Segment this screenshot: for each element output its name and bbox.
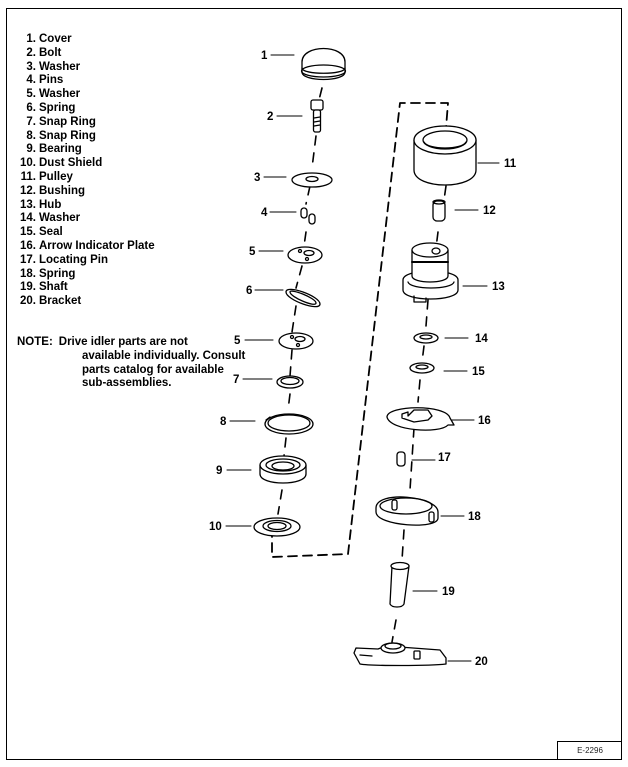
legend-item: 2.Bolt (26, 46, 62, 59)
part-washer-5b (278, 332, 314, 350)
callout-14: 14 (475, 333, 488, 345)
part-spring-18 (375, 496, 439, 526)
callout-20: 20 (475, 656, 488, 668)
callout-13: 13 (492, 281, 505, 293)
legend-item: 6.Spring (26, 101, 76, 114)
callout-6: 6 (246, 285, 252, 297)
legend-item: 8.Snap Ring (26, 129, 96, 142)
legend-item: 5.Washer (26, 88, 81, 101)
legend-item: 9.Bearing (26, 143, 82, 156)
legend-item: 10.Dust Shield (20, 157, 103, 170)
note-line: sub-assemblies. (82, 377, 172, 390)
part-snap-ring-8 (264, 413, 314, 435)
part-bolt (310, 99, 324, 133)
left-axis-dashes (277, 87, 323, 515)
part-shaft (389, 561, 410, 608)
part-washer-14 (413, 332, 439, 344)
legend-item: 19.Shaft (20, 281, 68, 294)
part-bearing (259, 455, 307, 484)
legend-item: 4.Pins (26, 74, 64, 87)
callout-3: 3 (254, 172, 260, 184)
note-label: NOTE: (17, 336, 53, 348)
legend-item: 15.Seal (20, 226, 63, 239)
callout-2: 2 (267, 111, 273, 123)
callout-17: 17 (438, 452, 451, 464)
part-bushing (432, 199, 446, 222)
part-hub (402, 242, 459, 303)
legend-item: 17.Locating Pin (20, 253, 108, 266)
legend-item: 1.Cover (26, 33, 72, 45)
part-cover (300, 48, 347, 81)
legend-item: 13.Hub (20, 198, 62, 211)
leader-lines (225, 54, 500, 662)
part-spring-6 (285, 288, 321, 308)
part-pulley (413, 125, 477, 186)
part-arrow-indicator-plate (386, 407, 455, 431)
part-washer-3 (291, 172, 333, 188)
callout-8: 8 (220, 416, 227, 428)
legend-item: 20.Bracket (20, 295, 82, 308)
callout-9: 9 (216, 465, 222, 477)
part-pins (300, 207, 316, 225)
callout-5a: 5 (249, 246, 256, 258)
part-snap-ring-7 (276, 375, 304, 389)
callout-4: 4 (261, 207, 268, 219)
note-line: Drive idler parts are not (58, 336, 188, 348)
note-line: parts catalog for available (82, 363, 224, 376)
part-locating-pin (396, 451, 406, 467)
parts-legend: 1.Cover 2.Bolt 3.Washer 4.Pins 5.Washer … (18, 33, 155, 309)
callout-12: 12 (483, 205, 496, 217)
part-washer-5a (287, 246, 323, 264)
legend-item: 16.Arrow Indicator Plate (20, 239, 155, 252)
callout-15: 15 (472, 366, 485, 378)
legend-item: 7.Snap Ring (26, 115, 96, 128)
legend-item: 3.Washer (26, 60, 81, 73)
part-bracket (353, 642, 447, 667)
callout-11: 11 (504, 158, 517, 170)
legend-item: 12.Bushing (20, 184, 85, 197)
callout-5b: 5 (234, 335, 241, 347)
callout-1: 1 (261, 50, 268, 62)
figure-number: E-2296 (557, 741, 622, 760)
legend-item: 18.Spring (20, 267, 76, 280)
callout-16: 16 (478, 415, 491, 427)
note-block: NOTE: Drive idler parts are not available… (17, 336, 245, 391)
legend-item: 11.Pulley (20, 170, 73, 183)
callout-18: 18 (468, 511, 481, 523)
right-axis-dashes (391, 185, 447, 643)
note-line: available individually. Consult (82, 349, 246, 362)
callout-10: 10 (209, 521, 222, 533)
part-seal (409, 362, 435, 374)
callout-19: 19 (442, 586, 455, 598)
page-border (6, 8, 622, 760)
assembly-path-dashed (271, 102, 449, 558)
callout-7: 7 (233, 374, 239, 386)
part-dust-shield (253, 517, 301, 537)
legend-item: 14.Washer (20, 212, 81, 225)
